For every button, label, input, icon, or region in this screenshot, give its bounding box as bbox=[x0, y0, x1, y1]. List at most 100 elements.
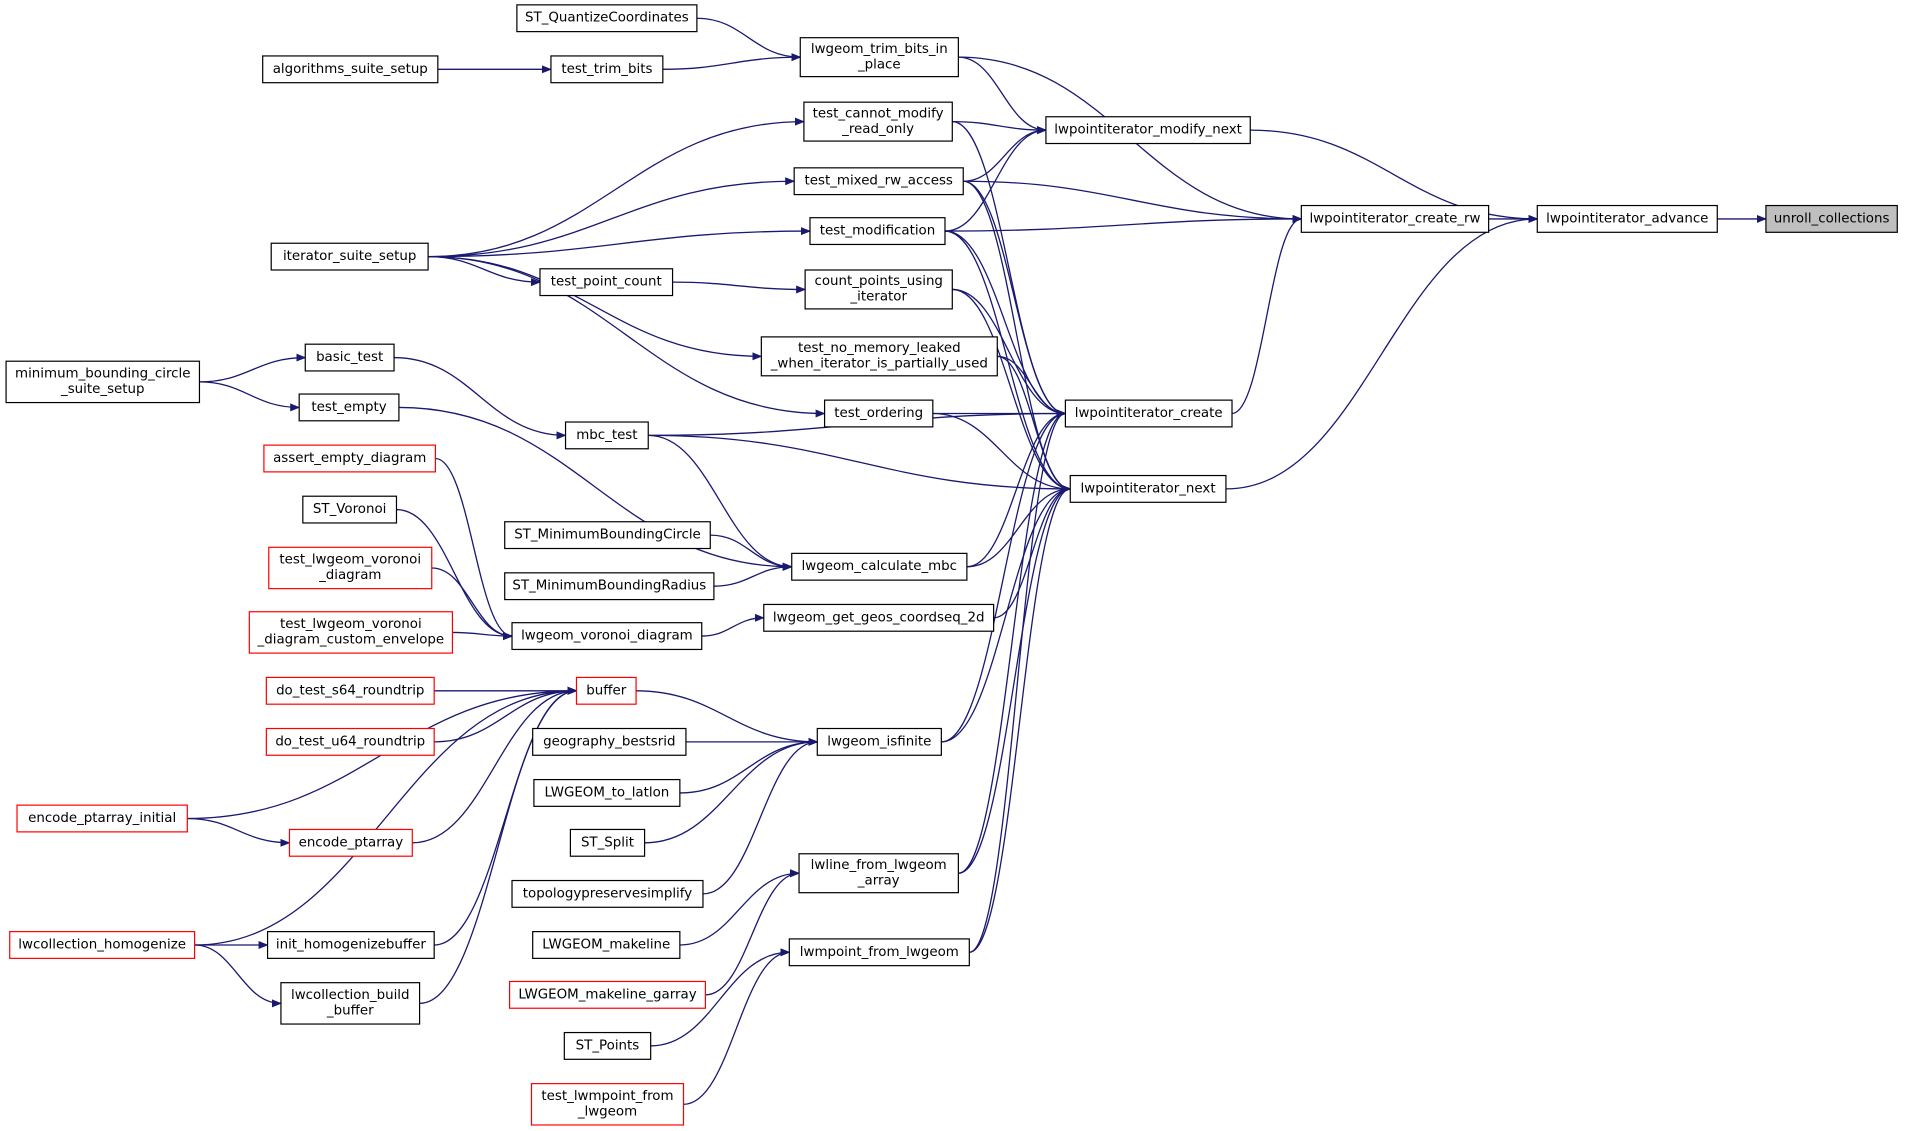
node-test-modification[interactable]: test_modification bbox=[809, 217, 946, 246]
edge-test_modification-to-lwpointiterator_modify_next bbox=[944, 126, 1047, 232]
edge-arrow bbox=[679, 869, 801, 946]
node-test-mixed-rw-access[interactable]: test_mixed_rw_access bbox=[793, 167, 964, 196]
node-ST-Voronoi[interactable]: ST_Voronoi bbox=[302, 495, 398, 524]
node-lwpointiterator-next[interactable]: lwpointiterator_next bbox=[1069, 474, 1227, 503]
edge-encode_ptarray_initial-to-encode_ptarray bbox=[187, 817, 291, 847]
node-basic-test[interactable]: basic_test bbox=[304, 343, 395, 372]
node-geography-bestsrid[interactable]: geography_bestsrid bbox=[532, 727, 687, 756]
node-assert-empty-diagram[interactable]: assert_empty_diagram bbox=[263, 444, 436, 473]
node-LWGEOM-makeline-garray[interactable]: LWGEOM_makeline_garray bbox=[508, 980, 706, 1009]
node-test-lwmpoint-from-lwgeom[interactable]: test_lwmpoint_from_lwgeom bbox=[530, 1083, 685, 1126]
edge-arrow bbox=[963, 126, 1047, 182]
edge-lwgeom_calculate_mbc-to-lwpointiterator_create bbox=[966, 409, 1067, 568]
node-test-lwgeom-voronoi-diagram-custom-envelope[interactable]: test_lwgeom_voronoi_diagram_custom_envel… bbox=[248, 611, 454, 654]
edge-basic_test-to-mbc_test bbox=[394, 356, 567, 440]
node-box bbox=[511, 622, 703, 651]
node-label: _buffer bbox=[326, 1004, 374, 1019]
node-algorithms-suite-setup[interactable]: algorithms_suite_setup bbox=[262, 55, 439, 84]
node-layer: unroll_collections lwpointiterator_advanc… bbox=[5, 4, 1898, 1126]
node-lwpointiterator-create-rw[interactable]: lwpointiterator_create_rw bbox=[1300, 204, 1490, 233]
edge-mbc_test-to-lwgeom_calculate_mbc bbox=[648, 434, 793, 571]
node-lwpointiterator-create[interactable]: lwpointiterator_create bbox=[1064, 399, 1233, 428]
node-label: _diagram_custom_envelope bbox=[257, 633, 445, 648]
node-box bbox=[793, 167, 964, 196]
node-label: unroll_collections bbox=[1774, 211, 1890, 226]
node-label: lwcollection_homogenize bbox=[18, 937, 186, 952]
node-ST-MinimumBoundingCircle[interactable]: ST_MinimumBoundingCircle bbox=[504, 521, 711, 550]
node-label: _when_iterator_is_partially_used bbox=[770, 357, 988, 372]
node-test-no-memory-leaked[interactable]: test_no_memory_leaked_when_iterator_is_p… bbox=[760, 336, 998, 377]
node-minimum-bounding-circle-suite-setup[interactable]: minimum_bounding_circle_suite_setup bbox=[5, 360, 201, 404]
node-lwcollection-build-buffer[interactable]: lwcollection_build_buffer bbox=[280, 982, 421, 1025]
edge-arrow bbox=[1231, 214, 1303, 415]
node-lwcollection-homogenize[interactable]: lwcollection_homogenize bbox=[9, 931, 196, 959]
node-mbc-test[interactable]: mbc_test bbox=[564, 421, 649, 450]
edge-arrow bbox=[958, 56, 1047, 135]
node-label: do_test_u64_roundtrip bbox=[275, 734, 425, 749]
edge-ST_MinimumBoundingCircle-to-lwgeom_calculate_mbc bbox=[710, 534, 793, 571]
edge-lwgeom_trim_bits_in_place-to-lwpointiterator_modify_next bbox=[958, 56, 1047, 135]
edge-iterator_suite_setup-to-test_ordering bbox=[428, 255, 826, 418]
node-do-test-u64-roundtrip[interactable]: do_test_u64_roundtrip bbox=[265, 727, 435, 756]
node-box bbox=[1300, 204, 1490, 233]
node-lwgeom-trim-bits-in-place[interactable]: lwgeom_trim_bits_in_place bbox=[799, 37, 959, 78]
node-lwpointiterator-advance[interactable]: lwpointiterator_advance bbox=[1536, 204, 1718, 233]
node-label: geography_bestsrid bbox=[543, 734, 675, 749]
node-test-lwgeom-voronoi-diagram[interactable]: test_lwgeom_voronoi_diagram bbox=[268, 546, 433, 590]
node-count-points-using-iterator[interactable]: count_points_using_iterator bbox=[804, 269, 953, 310]
edge-arrow bbox=[702, 737, 819, 895]
edge-arrow bbox=[394, 356, 567, 440]
edge-iterator_suite_setup-to-test_cannot_modify_read_only bbox=[428, 117, 805, 258]
edge-test_mixed_rw_access-to-lwpointiterator_modify_next bbox=[963, 126, 1047, 182]
node-do-test-s64-roundtrip[interactable]: do_test_s64_roundtrip bbox=[265, 676, 435, 705]
edge-minimum_bounding_circle_suite_setup-to-basic_test bbox=[199, 353, 307, 383]
node-box bbox=[575, 676, 637, 705]
node-label: assert_empty_diagram bbox=[273, 451, 426, 466]
node-label: test_trim_bits bbox=[561, 62, 652, 77]
edge-arrow bbox=[952, 288, 1072, 493]
node-test-ordering[interactable]: test_ordering bbox=[823, 399, 934, 428]
node-ST-MinimumBoundingRadius[interactable]: ST_MinimumBoundingRadius bbox=[504, 572, 715, 601]
node-init-homogenizebuffer[interactable]: init_homogenizebuffer bbox=[266, 931, 435, 959]
node-encode-ptarray[interactable]: encode_ptarray bbox=[288, 828, 413, 857]
node-test-empty[interactable]: test_empty bbox=[298, 393, 400, 422]
edge-test_no_memory_leaked-to-lwpointiterator_next bbox=[997, 355, 1072, 493]
edge-arrow bbox=[944, 230, 1067, 418]
node-test-point-count[interactable]: test_point_count bbox=[539, 268, 674, 297]
node-label: do_test_s64_roundtrip bbox=[276, 683, 424, 698]
node-box bbox=[265, 676, 435, 705]
edge-lwgeom_get_geos_coordseq_2d-to-lwpointiterator_next bbox=[993, 484, 1072, 619]
node-LWGEOM-to-latlon[interactable]: LWGEOM_to_latlon bbox=[533, 778, 681, 807]
edge-arrow bbox=[705, 869, 801, 996]
edge-test_trim_bits-to-lwgeom_trim_bits_in_place bbox=[662, 53, 802, 70]
edge-LWGEOM_makeline_garray-to-lwline_from_lwgeom_array bbox=[705, 869, 801, 996]
node-lwpointiterator-modify-next[interactable]: lwpointiterator_modify_next bbox=[1045, 116, 1251, 145]
edge-lwgeom_calculate_mbc-to-lwpointiterator_next bbox=[966, 484, 1072, 568]
node-iterator-suite-setup[interactable]: iterator_suite_setup bbox=[270, 242, 429, 271]
node-buffer[interactable]: buffer bbox=[575, 676, 637, 705]
node-box bbox=[816, 727, 942, 756]
node-test-cannot-modify-read-only[interactable]: test_cannot_modify_read_only bbox=[803, 101, 953, 142]
node-ST-Split[interactable]: ST_Split bbox=[569, 828, 646, 857]
node-topologypreservesimplify[interactable]: topologypreservesimplify bbox=[511, 879, 704, 908]
node-test-trim-bits[interactable]: test_trim_bits bbox=[550, 55, 664, 84]
node-lwgeom-voronoi-diagram[interactable]: lwgeom_voronoi_diagram bbox=[511, 622, 703, 651]
node-encode-ptarray-initial[interactable]: encode_ptarray_initial bbox=[16, 804, 188, 833]
edge-ST_QuantizeCoordinates-to-lwgeom_trim_bits_in_place bbox=[696, 17, 802, 62]
node-box bbox=[248, 611, 454, 654]
node-label: test_lwgeom_voronoi bbox=[280, 617, 422, 632]
node-lwline-from-lwgeom-array[interactable]: lwline_from_lwgeom_array bbox=[798, 853, 959, 894]
node-label: lwgeom_voronoi_diagram bbox=[521, 629, 693, 644]
node-ST-QuantizeCoordinates[interactable]: ST_QuantizeCoordinates bbox=[516, 4, 698, 33]
node-lwmpoint-from-lwgeom[interactable]: lwmpoint_from_lwgeom bbox=[788, 938, 970, 967]
node-box bbox=[791, 552, 968, 581]
node-label: LWGEOM_makeline_garray bbox=[518, 987, 696, 1002]
edge-arrow bbox=[993, 484, 1072, 619]
node-lwgeom-isfinite[interactable]: lwgeom_isfinite bbox=[816, 727, 942, 756]
node-lwgeom-get-geos-coordseq-2d[interactable]: lwgeom_get_geos_coordseq_2d bbox=[763, 603, 995, 632]
node-lwgeom-calculate-mbc[interactable]: lwgeom_calculate_mbc bbox=[791, 552, 968, 581]
node-ST-Points[interactable]: ST_Points bbox=[563, 1031, 652, 1060]
node-LWGEOM-makeline[interactable]: LWGEOM_makeline bbox=[532, 931, 681, 959]
node-label: lwpointiterator_create_rw bbox=[1309, 211, 1480, 226]
